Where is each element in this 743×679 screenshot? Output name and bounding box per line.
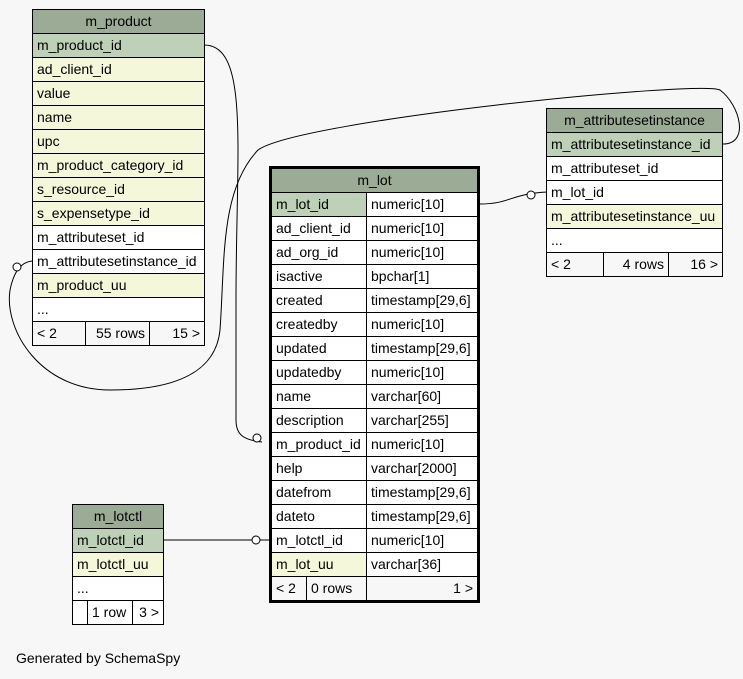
column-type: numeric[10] [366, 360, 479, 385]
table-title[interactable]: m_product [32, 9, 205, 34]
parents-count[interactable]: < 2 [32, 321, 86, 346]
column-row[interactable]: m_attributeset_id [546, 156, 723, 181]
column-name[interactable]: isactive [270, 264, 367, 289]
column-row[interactable]: value [32, 81, 205, 106]
table-m_product[interactable]: m_product m_product_id ad_client_id valu… [32, 9, 205, 346]
column-row[interactable]: name [32, 105, 205, 130]
relation-lot-asi-end [526, 190, 536, 200]
parents-count[interactable]: < 2 [270, 576, 307, 602]
relation-asi-product-end [12, 262, 22, 272]
column-row[interactable]: m_product_uu [32, 273, 205, 298]
column-type: varchar[255] [366, 408, 479, 433]
parents-count [72, 600, 88, 625]
column-row[interactable]: s_resource_id [32, 177, 205, 202]
column-row[interactable]: ... [32, 297, 205, 322]
column-row[interactable]: m_attributeset_id [32, 225, 205, 250]
column-type: varchar[36] [366, 552, 479, 577]
row-count: 0 rows [306, 576, 367, 602]
column-row[interactable]: m_attributesetinstance_uu [546, 204, 723, 229]
column-row[interactable]: ad_client_id [32, 57, 205, 82]
column-name[interactable]: ad_client_id [270, 216, 367, 241]
column-name[interactable]: m_product_id [270, 432, 367, 457]
children-count[interactable]: 1 > [366, 576, 479, 602]
column-type: numeric[10] [366, 312, 479, 337]
table-title[interactable]: m_attributesetinstance [546, 108, 723, 133]
row-count: 1 row [87, 600, 133, 625]
column-type: numeric[10] [366, 240, 479, 265]
relation-product-lot-end [252, 433, 262, 443]
table-m_lotctl[interactable]: m_lotctl m_lotctl_id m_lotctl_uu ... 1 r… [72, 504, 164, 625]
table-title[interactable]: m_lotctl [72, 504, 164, 529]
column-name[interactable]: m_lot_id [270, 192, 367, 217]
column-row[interactable]: m_lotctl_id [72, 528, 164, 553]
children-count[interactable]: 16 > [668, 252, 723, 277]
column-name[interactable]: dateto [270, 504, 367, 529]
generated-by-label: Generated by SchemaSpy [16, 650, 181, 666]
column-type: timestamp[29,6] [366, 480, 479, 505]
row-count: 55 rows [85, 321, 150, 346]
column-row[interactable]: ... [546, 228, 723, 253]
column-row[interactable]: m_attributesetinstance_id [32, 249, 205, 274]
column-row[interactable]: ... [72, 576, 164, 601]
column-name[interactable]: name [270, 384, 367, 409]
column-type: numeric[10] [366, 192, 479, 217]
relation-lotctl-lot-end [251, 535, 261, 545]
column-row[interactable]: upc [32, 129, 205, 154]
column-name[interactable]: ad_org_id [270, 240, 367, 265]
column-name[interactable]: createdby [270, 312, 367, 337]
table-title[interactable]: m_lot [270, 167, 479, 193]
column-name[interactable]: m_lotctl_id [270, 528, 367, 553]
column-row[interactable]: m_lot_id [546, 180, 723, 205]
column-type: numeric[10] [366, 216, 479, 241]
column-name[interactable]: description [270, 408, 367, 433]
column-row[interactable]: s_expensetype_id [32, 201, 205, 226]
column-type: timestamp[29,6] [366, 288, 479, 313]
children-count[interactable]: 15 > [149, 321, 205, 346]
table-m_attributesetinstance[interactable]: m_attributesetinstance m_attributesetins… [546, 108, 723, 277]
column-name[interactable]: help [270, 456, 367, 481]
column-row[interactable]: m_product_category_id [32, 153, 205, 178]
column-type: varchar[60] [366, 384, 479, 409]
relation-product-lot [203, 44, 263, 443]
row-count: 4 rows [603, 252, 669, 277]
column-type: bpchar[1] [366, 264, 479, 289]
column-row[interactable]: m_attributesetinstance_id [546, 132, 723, 157]
column-type: numeric[10] [366, 432, 479, 457]
column-row[interactable]: m_product_id [32, 33, 205, 58]
column-type: numeric[10] [366, 528, 479, 553]
column-type: varchar[2000] [366, 456, 479, 481]
parents-count[interactable]: < 2 [546, 252, 604, 277]
column-name[interactable]: m_lot_uu [270, 552, 367, 577]
column-name[interactable]: created [270, 288, 367, 313]
children-count[interactable]: 3 > [132, 600, 164, 625]
column-name[interactable]: updatedby [270, 360, 367, 385]
column-row[interactable]: m_lotctl_uu [72, 552, 164, 577]
relation-lot-asi [479, 191, 548, 205]
column-name[interactable]: updated [270, 336, 367, 361]
column-name[interactable]: datefrom [270, 480, 367, 505]
column-type: timestamp[29,6] [366, 336, 479, 361]
column-type: timestamp[29,6] [366, 504, 479, 529]
